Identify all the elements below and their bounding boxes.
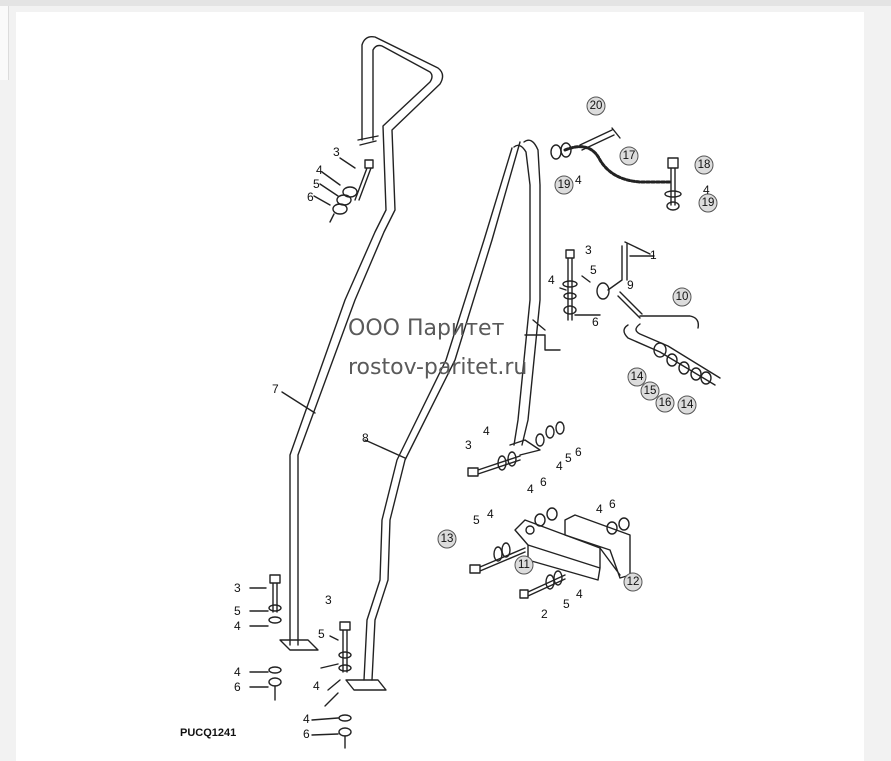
callout-4: 4 [316,163,323,177]
bolt-18 [667,157,679,206]
callout-14: 14 [631,371,644,383]
callout-5: 5 [473,513,480,527]
pin-1 [607,241,651,291]
callout-18: 18 [698,159,711,171]
callout-8: 8 [362,431,369,445]
callout-11: 11 [518,559,530,571]
callout-13: 13 [441,533,454,545]
drawing-code: PUCQ1241 [180,727,236,739]
callout-7: 7 [272,382,279,396]
callout-4: 4 [703,183,710,197]
callout-1: 1 [650,248,657,262]
callout-19: 19 [558,179,571,191]
callout-4: 4 [234,619,241,633]
callout-5: 5 [313,177,320,191]
callout-4: 4 [556,459,563,473]
u-bolt-10 [623,315,721,386]
callout-4: 4 [548,273,555,287]
callout-5: 5 [318,627,325,641]
callout-4: 4 [527,482,534,496]
handrail-8 [345,139,561,691]
callout-17: 17 [623,150,636,162]
callout-5: 5 [565,451,572,465]
callout-2: 2 [541,607,548,621]
callout-6: 6 [303,727,310,741]
callout-4: 4 [313,679,320,693]
callout-19: 19 [702,197,715,209]
callout-6: 6 [540,475,547,489]
callout-4: 4 [483,424,490,438]
callout-4: 4 [487,507,494,521]
callout-4: 4 [234,665,241,679]
callout-20: 20 [590,100,603,112]
bolt-20 [579,127,621,151]
callout-6: 6 [307,190,314,204]
callout-6: 6 [592,315,599,329]
bolt-2 [519,574,566,599]
chain-17 [563,145,672,184]
callout-10: 10 [676,291,689,303]
top-bar [0,0,891,6]
parts-diagram: 20 17 18 19 19 10 14 15 16 14 13 11 12 4… [180,35,721,749]
callout-14: 14 [681,399,694,411]
callout-4: 4 [303,712,310,726]
callout-12: 12 [627,576,640,588]
callout-16: 16 [659,397,672,409]
callout-3: 3 [585,243,592,257]
callout-6: 6 [234,680,241,694]
callout-6: 6 [609,497,616,511]
callout-3: 3 [234,581,241,595]
watermark-site: rostov-paritet.ru [348,355,527,380]
callout-6: 6 [575,445,582,459]
callout-4: 4 [576,587,583,601]
bracket-11 [514,519,601,581]
callout-4: 4 [575,173,582,187]
callout-15: 15 [644,385,657,397]
callout-5: 5 [563,597,570,611]
handrail-7 [279,35,444,651]
diagram-sheet: 20 17 18 19 19 10 14 15 16 14 13 11 12 4… [16,12,864,761]
callout-5: 5 [590,263,597,277]
callout-9: 9 [627,278,634,292]
callout-3: 3 [325,593,332,607]
bracket-12 [564,514,631,579]
callout-3: 3 [465,438,472,452]
callout-5: 5 [234,604,241,618]
watermark-company: ООО Паритет [348,316,505,341]
callout-3: 3 [333,145,340,159]
callout-4: 4 [596,502,603,516]
left-panel-edge [0,6,9,80]
